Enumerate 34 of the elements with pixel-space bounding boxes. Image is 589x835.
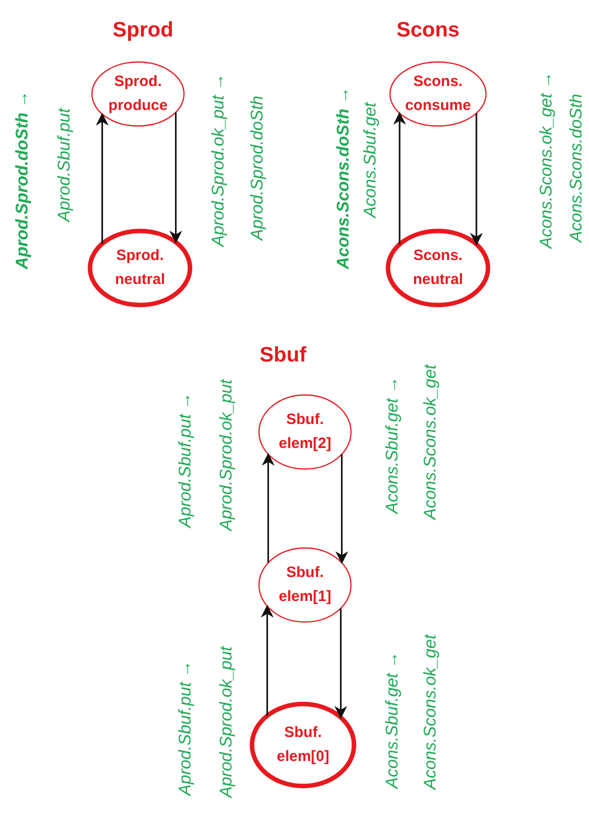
arrow (393, 112, 406, 244)
transition-label: Aprod.Sprod.doSth → (11, 90, 32, 270)
arrow (96, 112, 109, 244)
state-name: Scons. consume (404, 72, 472, 116)
transition-label: Acons.Scons.doSth → (332, 86, 354, 270)
arrow (335, 454, 348, 564)
transition-label: Acons.Scons.ok_get (419, 634, 440, 790)
arrow (334, 608, 348, 719)
transition-label: Acons.Sbuf.get → (381, 376, 402, 514)
transition-label: Aprod.Sprod.ok_put (215, 379, 236, 531)
transition-label: Aprod.Sprod.doSth (246, 96, 268, 240)
machine-title: Sprod (112, 17, 174, 44)
arrow (262, 452, 275, 563)
transition-label: Acons.Scons.doSth (565, 94, 586, 242)
state-name: Sbuf. elem[2] (278, 410, 332, 454)
state-name: Sbuf. elem[1] (278, 563, 332, 607)
machine-title: Sbuf (260, 342, 306, 368)
state-name: Sprod. produce (107, 72, 169, 116)
state-name: Sbuf. elem[0] (276, 723, 330, 767)
transition-label: Acons.Scons.ok_get (419, 364, 440, 520)
transition-label: Aprod.Sprod.ok_put → (207, 74, 228, 246)
machine-title: Scons (396, 17, 460, 44)
arrow (260, 604, 274, 716)
arrow (169, 112, 182, 244)
transition-label: Acons.Sbuf.get (359, 102, 380, 218)
arrow (470, 113, 483, 246)
transition-label: Aprod.Sbuf.put → (174, 660, 196, 796)
transition-label: Aprod.Sprod.ok_put (215, 646, 236, 798)
transition-label: Aprod.Sbuf.put → (174, 392, 196, 528)
state-name: Sprod. neutral (114, 246, 166, 290)
transition-label: Acons.Scons.ok_get → (535, 72, 556, 248)
transition-label: Aprod.Sbuf.put (53, 108, 74, 222)
transition-label: Acons.Sbuf.get → (381, 651, 402, 789)
state-name: Scons. neutral (412, 246, 464, 290)
